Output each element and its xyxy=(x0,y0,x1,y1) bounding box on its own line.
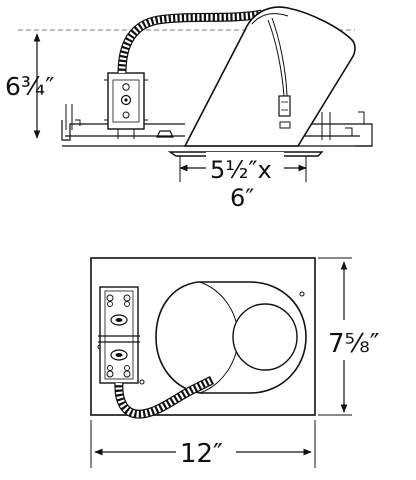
plate-height-label-mask xyxy=(326,320,416,360)
plate-height-label: 7⅝″ xyxy=(328,329,380,359)
junction-box-side xyxy=(104,72,148,139)
aperture-label-mask xyxy=(206,152,284,182)
housing-can-top xyxy=(155,281,307,394)
plate-width-label-mask xyxy=(176,434,236,468)
side-view: 6¾″ xyxy=(5,6,373,212)
flexible-conduit-side xyxy=(117,9,263,74)
flexible-conduit-top xyxy=(114,375,215,419)
height-label: 6¾″ xyxy=(5,72,54,101)
aperture-opening xyxy=(232,303,298,371)
aperture-label-line2: 6″ xyxy=(230,184,254,212)
aperture-label-line1: 5½″x xyxy=(210,156,272,184)
junction-box-top xyxy=(98,286,140,384)
housing-can xyxy=(183,6,356,147)
plate-width-label: 12″ xyxy=(180,439,223,469)
top-view: 7⅝″ 12″ xyxy=(90,257,416,469)
